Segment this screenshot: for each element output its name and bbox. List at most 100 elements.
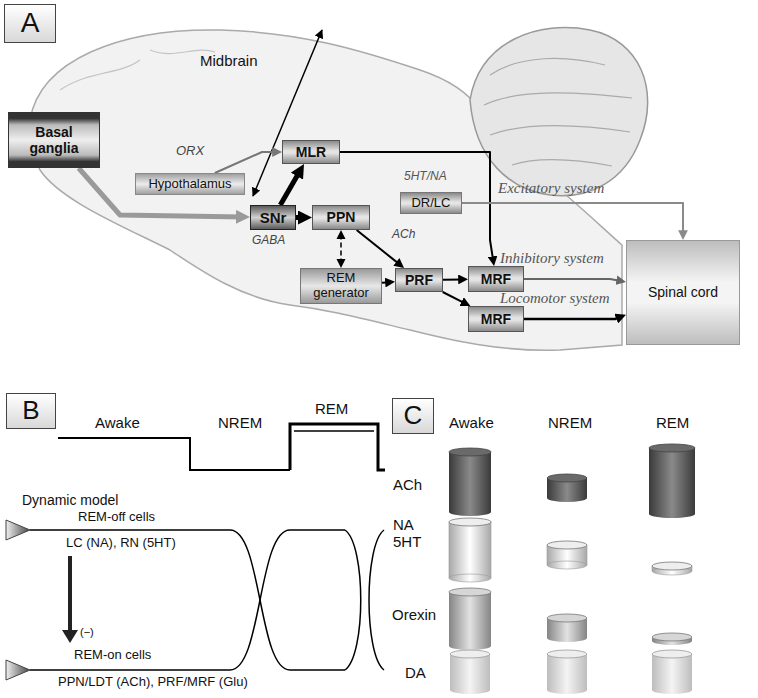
cylinder-base (649, 510, 695, 518)
cycle-bracket (369, 530, 384, 670)
pathway-arrow (443, 278, 463, 280)
node-text: REM generator (305, 271, 377, 301)
state-label: Awake (95, 414, 140, 431)
cylinder-top (449, 588, 491, 596)
cylinder-base (449, 508, 491, 516)
node-text: Spinal cord (648, 284, 718, 300)
na-5ht-cylinder (547, 541, 587, 569)
cylinder-top (652, 650, 692, 658)
population-triangle (6, 520, 30, 540)
pathway-label: GABA (252, 234, 285, 248)
generator-box: REM generator (300, 268, 382, 304)
cerebellum-fold (512, 160, 612, 166)
pathway-arrow (340, 235, 342, 264)
cycle-bracket (345, 530, 361, 670)
pathway-arrow (443, 292, 466, 304)
pathway-arrow (215, 152, 277, 173)
pathway-arrow (524, 279, 621, 281)
column-header: REM (656, 414, 689, 431)
row-label: NA 5HT (393, 516, 427, 551)
da-cylinder (450, 650, 490, 694)
cylinder-top (547, 541, 587, 549)
node-text: PRF (405, 272, 433, 288)
nucleus-box: MRF (468, 306, 524, 332)
panel-label: C (392, 398, 434, 434)
model-title: Dynamic model (22, 492, 118, 508)
pathway-arrow (382, 281, 390, 284)
row-label: ACh (393, 476, 422, 493)
panel-label: A (4, 4, 56, 43)
cell-group-detail: PPN/LDT (ACh), PRF/MRF (Glu) (58, 675, 248, 690)
nucleus-box: PPN (312, 205, 370, 230)
row-label: DA (405, 664, 426, 681)
cylinder-base (449, 642, 491, 650)
cylinder-top (449, 448, 491, 456)
cylinder-body (449, 592, 491, 646)
panel-label: B (6, 393, 56, 429)
system-label: Inhibitory system (500, 250, 604, 267)
cylinder-base (547, 494, 587, 502)
node-text: A (21, 7, 40, 39)
state-trace-rem (294, 430, 374, 432)
region-label: Midbrain (200, 52, 258, 69)
node-text: MLR (296, 144, 326, 160)
cylinder-body (649, 448, 695, 514)
cylinder-base (652, 686, 692, 694)
cylinder-top (652, 633, 692, 641)
cerebellum-fold (484, 93, 632, 105)
cerebellum-fold (490, 58, 605, 75)
cylinder-body (547, 654, 587, 690)
node-text: C (404, 401, 423, 431)
ach-cylinder (547, 474, 587, 502)
cylinder-base (547, 561, 587, 569)
cylinder-body (652, 654, 692, 690)
cylinder-base (450, 686, 490, 694)
cylinder-top (449, 518, 491, 526)
region-box: Hypothalamus (135, 173, 245, 195)
node-text: Basal ganglia (13, 124, 95, 156)
node-text: DR/LC (411, 196, 450, 211)
row-label: Orexin (392, 606, 436, 623)
column-header: Awake (449, 414, 494, 431)
node-text: SNr (260, 209, 287, 226)
target-box: Spinal cord (626, 240, 740, 345)
population-triangle (6, 660, 30, 680)
na-5ht-cylinder (652, 562, 692, 575)
state-trace-rem (290, 424, 385, 470)
nucleus-box: MRF (468, 266, 524, 292)
nucleus-box: MLR (282, 140, 340, 164)
cell-group-detail: LC (NA), RN (5HT) (66, 536, 176, 551)
node-text: Hypothalamus (148, 177, 231, 192)
cylinder-top (450, 650, 490, 658)
pathway-arrow (280, 170, 300, 205)
cortex-fold (60, 50, 215, 90)
orexin-cylinder (449, 588, 491, 650)
system-label: Excitatory system (498, 180, 604, 197)
inhibition-sign: (−) (80, 626, 94, 639)
state-label: REM (315, 400, 348, 417)
nucleus-box: SNr (250, 205, 296, 230)
nucleus-box: PRF (395, 268, 443, 292)
rem-off-curve (30, 530, 345, 670)
section-line (253, 30, 322, 196)
cylinder-top (547, 614, 587, 622)
state-label: NREM (218, 414, 262, 431)
na-5ht-cylinder (449, 518, 491, 582)
node-text: MRF (481, 271, 511, 287)
da-cylinder (652, 650, 692, 694)
pathway-arrow (296, 215, 305, 220)
cerebellum (470, 28, 648, 196)
region-box: Basal ganglia (8, 112, 100, 168)
da-cylinder (547, 650, 587, 694)
cylinder-top (547, 650, 587, 658)
cylinder-body (450, 654, 490, 690)
pathway-arrow (462, 203, 683, 235)
node-text: PPN (327, 209, 356, 225)
node-text: MRF (481, 311, 511, 327)
cell-group-label: REM-off cells (78, 510, 155, 525)
cerebellum-fold (490, 126, 630, 135)
node-text: B (22, 396, 39, 426)
orexin-cylinder (547, 614, 587, 642)
